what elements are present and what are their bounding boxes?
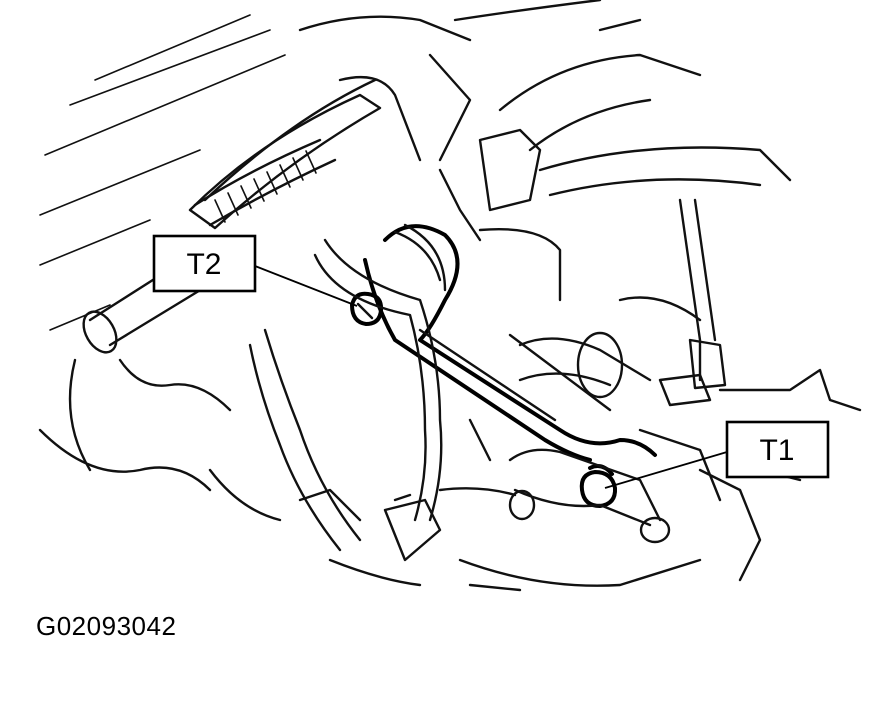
- figure-code: G02093042: [36, 611, 177, 641]
- lower-left-cables: [248, 238, 517, 562]
- t2-bolt: [350, 291, 384, 326]
- callout-t1-box: [725, 420, 830, 479]
- callout-t1-label: T1: [759, 434, 794, 467]
- lower-structure: [38, 358, 802, 592]
- wrench: [363, 223, 657, 462]
- upper-hoses: [188, 0, 602, 230]
- callout-t2-label: T2: [186, 248, 221, 281]
- cylinder-body: [518, 331, 652, 399]
- corrugated-hose: [193, 138, 337, 227]
- callout-t2-box: [152, 234, 257, 293]
- callout-t1-leader: [604, 451, 728, 489]
- lower-bracket: [508, 448, 671, 544]
- right-connector-block: [618, 296, 862, 502]
- callout-t2-leader: [254, 265, 358, 307]
- upper-right-pipes: [438, 18, 792, 382]
- background-hatching: [39, 14, 286, 331]
- callout-t1: T1: [604, 420, 830, 489]
- callout-t2: T2: [152, 234, 358, 307]
